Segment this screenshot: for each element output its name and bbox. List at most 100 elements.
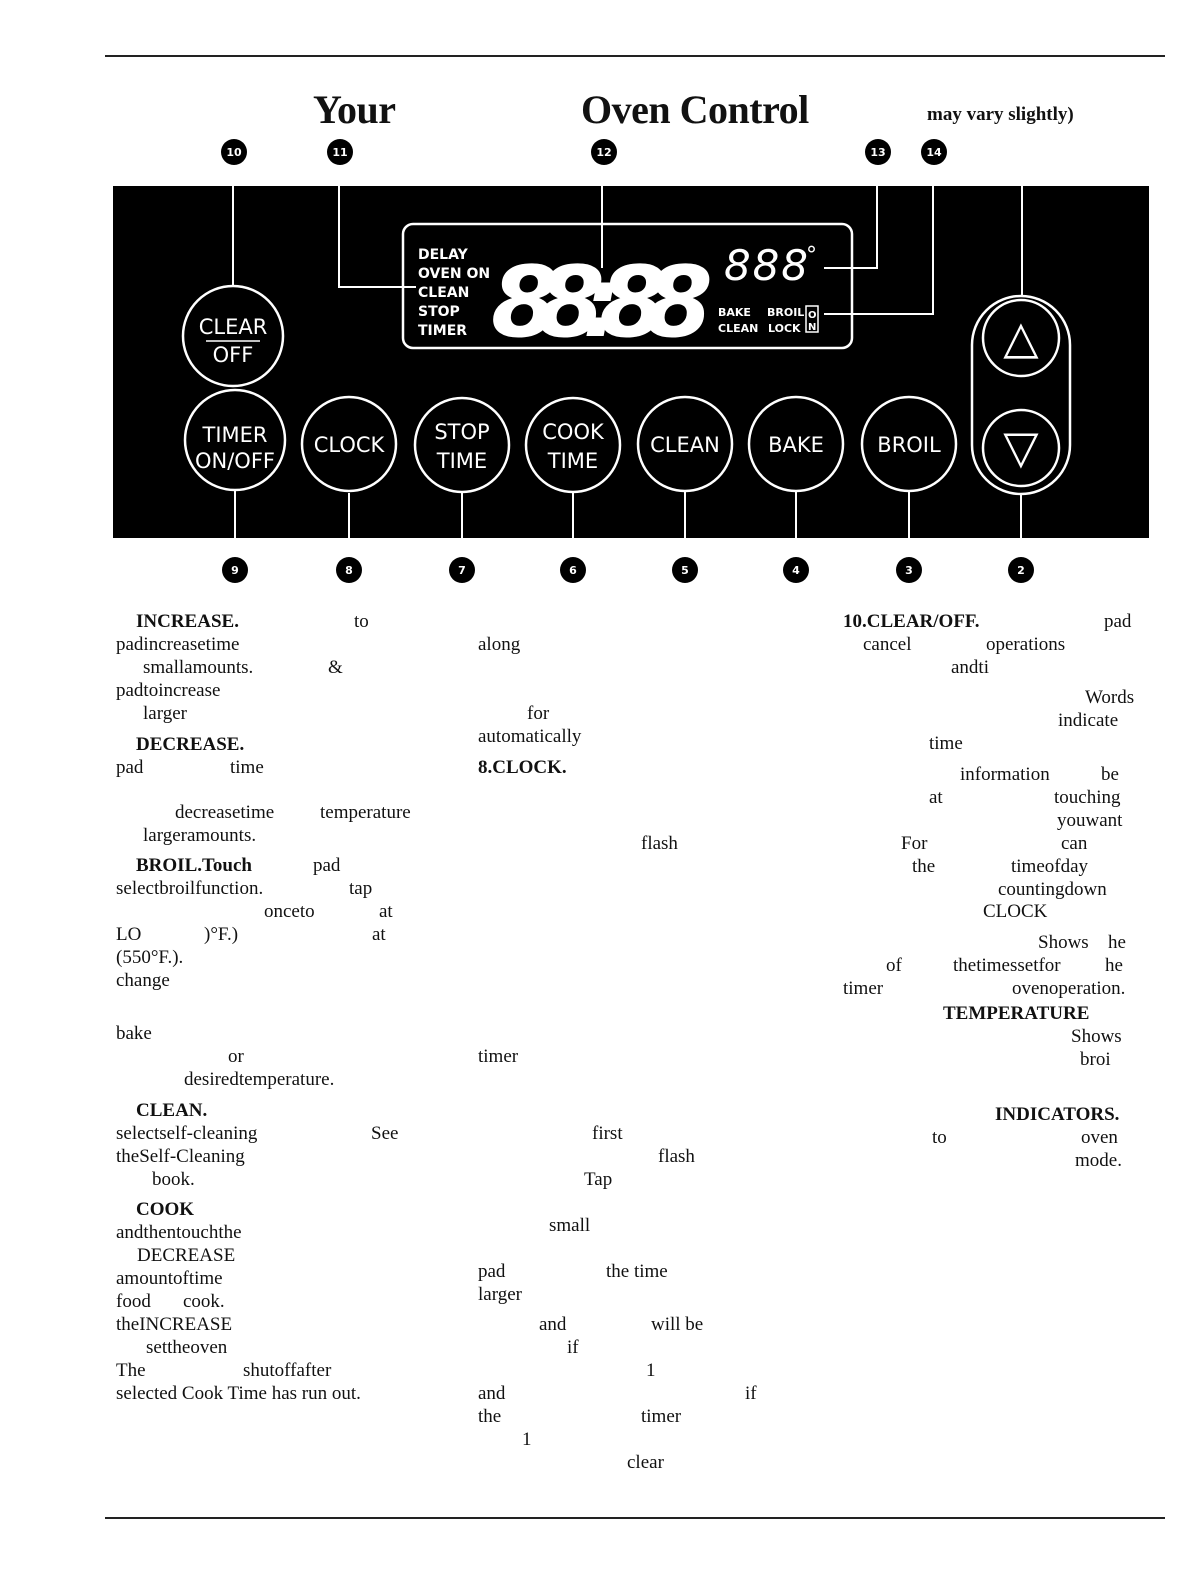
col1-text: larger xyxy=(143,703,187,724)
clear-off-pad-ring[interactable] xyxy=(181,284,285,388)
col2-text: and xyxy=(539,1314,567,1335)
timer-pad-ring[interactable] xyxy=(183,388,287,492)
col1-text: shutoffafter xyxy=(243,1360,332,1381)
col1-text: )°F.) xyxy=(204,924,239,945)
col1-text: change xyxy=(116,970,170,991)
col3-text: Shows xyxy=(1038,932,1089,953)
title-your: Your xyxy=(313,87,396,132)
col2-text: first xyxy=(592,1123,623,1144)
col1-text: selectself-cleaning xyxy=(116,1123,258,1144)
broil-pad-label: BROIL xyxy=(877,433,941,457)
mode-stop: STOP xyxy=(418,304,460,320)
col1-text: decreasetime xyxy=(175,802,275,823)
col1-text: temperature xyxy=(320,802,411,823)
col3-text: andti xyxy=(951,657,989,678)
col2-text: pad xyxy=(478,1261,506,1282)
col1-text: onceto xyxy=(264,901,315,922)
col3-text: Words xyxy=(1085,687,1135,708)
clock-pad-ring[interactable] xyxy=(300,395,398,493)
col3-text: CLOCK xyxy=(983,901,1048,922)
col1-text: pad xyxy=(116,757,144,778)
col3-text: ovenoperation. xyxy=(1012,978,1126,999)
on-box-n: N xyxy=(808,322,816,333)
col2-text: Tap xyxy=(584,1169,613,1190)
col1-text: smallamounts. xyxy=(143,657,254,678)
col1-text: selected Cook Time has run out. xyxy=(116,1383,361,1404)
col1-text: CLEAN. xyxy=(136,1100,208,1121)
col3-text: to xyxy=(932,1127,947,1148)
lock-on-box xyxy=(805,305,819,333)
cook-time-pad-ring[interactable] xyxy=(524,396,622,494)
note-may-vary: may vary slightly) xyxy=(927,104,1074,125)
col1-text: time xyxy=(230,757,264,778)
col1-text: settheoven xyxy=(146,1337,228,1358)
increase-pad[interactable] xyxy=(981,298,1061,378)
stop-time-pad-label: TIME xyxy=(436,449,487,473)
col1-text: to xyxy=(354,611,369,632)
col3-text: of xyxy=(886,955,902,976)
mode-clean: CLEAN xyxy=(418,285,469,301)
col3-text: can xyxy=(1061,833,1088,854)
oven-control-panel: DELAY OVEN ON CLEAN STOP TIMER 88:88 HR … xyxy=(113,186,1149,538)
stop-time-pad-ring[interactable] xyxy=(413,396,511,494)
decrease-arrow-icon: ▽ xyxy=(1003,420,1039,474)
col1-text: book. xyxy=(152,1169,195,1190)
col1-text: padtoincrease xyxy=(116,680,221,701)
col2-text: flash xyxy=(658,1146,695,1167)
callout-12: 12 xyxy=(591,139,617,165)
col1-text: LO xyxy=(116,924,142,945)
col1-text: INCREASE. xyxy=(136,611,239,632)
bottom-rule xyxy=(105,1517,1165,1519)
mode-delay: DELAY xyxy=(418,247,469,263)
col2-text: and xyxy=(478,1383,506,1404)
indicator-broil: BROIL xyxy=(767,306,804,319)
col3-text: touching xyxy=(1054,787,1121,808)
col1-text: COOK xyxy=(136,1199,195,1220)
timer-onoff-label: ON/OFF xyxy=(195,449,275,473)
col3-text: countingdown xyxy=(998,879,1107,900)
col1-text: pad xyxy=(313,855,341,876)
callout-7: 7 xyxy=(449,557,475,583)
col1-text: bake xyxy=(116,1023,152,1044)
col3-text: he xyxy=(1105,955,1123,976)
col1-text: DECREASE. xyxy=(136,734,245,755)
col3-text: be xyxy=(1101,764,1119,785)
decrease-pad[interactable] xyxy=(981,408,1061,488)
col3-text: pad xyxy=(1104,611,1132,632)
col2-text: automatically xyxy=(478,726,582,747)
col3-text: indicate xyxy=(1058,710,1119,731)
col3-text: thetimessetfor xyxy=(953,955,1061,976)
col2-text: along xyxy=(478,634,521,655)
on-box-o: O xyxy=(808,310,817,321)
degree-symbol: ° xyxy=(806,243,817,268)
col2-text: for xyxy=(527,703,550,724)
col1-text: at xyxy=(372,924,386,945)
col3-text: oven xyxy=(1081,1127,1118,1148)
col1-text: desiredtemperature. xyxy=(184,1069,335,1090)
mode-timer: TIMER xyxy=(418,323,467,339)
col1-text: See xyxy=(371,1123,399,1144)
col1-text: at xyxy=(379,901,393,922)
col3-text: broi xyxy=(1080,1049,1111,1070)
timer-pad-label: TIMER xyxy=(202,423,268,447)
col3-text: 10.CLEAR/OFF. xyxy=(843,611,980,632)
col3-text: For xyxy=(901,833,928,854)
broil-pad-ring[interactable] xyxy=(860,395,958,493)
col2-text: the xyxy=(478,1406,502,1427)
leader-13 xyxy=(824,186,878,269)
callout-10: 10 xyxy=(221,139,247,165)
bake-pad-label: BAKE xyxy=(768,433,824,457)
col1-text: or xyxy=(228,1046,244,1067)
col1-text: andthentouchthe xyxy=(116,1222,242,1243)
clean-pad-ring[interactable] xyxy=(636,395,734,493)
col2-text: if xyxy=(567,1337,579,1358)
off-pad-label: OFF xyxy=(213,343,254,367)
callout-13: 13 xyxy=(865,139,891,165)
col3-text: youwant xyxy=(1057,810,1123,831)
cook-pad-label: COOK xyxy=(542,420,605,444)
col1-text: DECREASE xyxy=(137,1245,236,1266)
panel-graphic: DELAY OVEN ON CLEAN STOP TIMER 88:88 HR … xyxy=(181,186,1072,538)
temp-digits: 888 xyxy=(724,241,808,290)
leader-11 xyxy=(338,186,416,288)
bake-pad-ring[interactable] xyxy=(747,395,845,493)
